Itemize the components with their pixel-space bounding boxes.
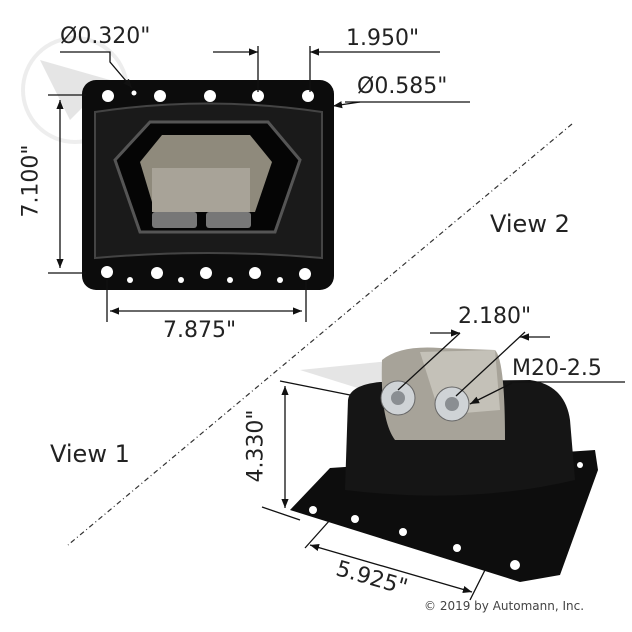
dim-large-hole-diameter: Ø0.585" — [357, 74, 448, 99]
view2-part-top-view — [82, 80, 334, 290]
dim-thread: M20-2.5 — [512, 356, 602, 381]
dim-view2-height: 7.100" — [18, 144, 44, 218]
view-separator-line — [67, 123, 573, 546]
dim-small-hole-diameter: Ø0.320" — [60, 24, 151, 49]
dim-view1-height: 4.330" — [243, 409, 269, 483]
view2-dimension-lines — [48, 46, 470, 322]
view1-dimension-lines — [261, 329, 625, 601]
bottom-holes — [101, 266, 311, 283]
view2-label: View 2 — [490, 210, 570, 238]
dim-stud-spacing: 2.180" — [458, 304, 532, 329]
view1-part-iso-view — [290, 347, 598, 582]
dim-view2-width: 7.875" — [163, 318, 237, 343]
top-holes — [102, 90, 314, 102]
copyright-text: © 2019 by Automann, Inc. — [424, 599, 585, 613]
view1-label: View 1 — [50, 440, 130, 468]
dim-hole-spacing: 1.950" — [346, 26, 420, 51]
